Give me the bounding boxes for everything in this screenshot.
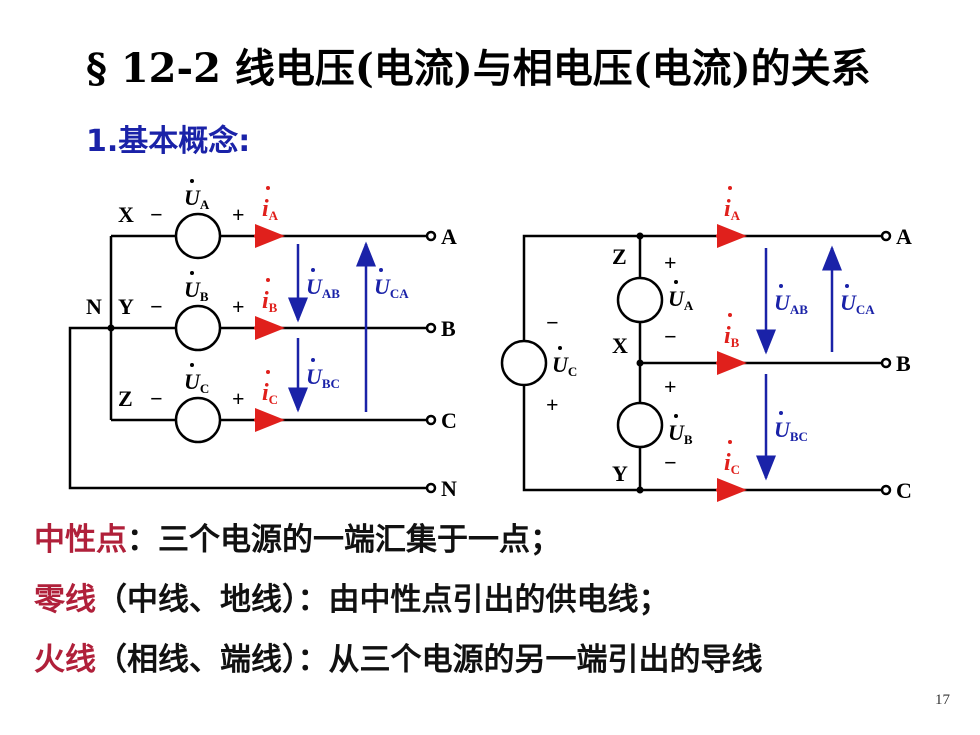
- phase-voltage-a: UA: [184, 185, 210, 212]
- label-z: Z: [118, 386, 133, 411]
- line-voltage-bc: UBC: [306, 364, 340, 391]
- r-minus-c: −: [546, 310, 559, 335]
- line-voltage-ca: UCA: [374, 274, 409, 301]
- current-c: iC: [262, 380, 278, 407]
- definition-term: 火线: [34, 642, 96, 678]
- r-terminal-c: C: [896, 478, 912, 503]
- label-x: X: [118, 202, 134, 227]
- phase-voltage-c: UC: [184, 369, 209, 396]
- definition-live-wire: 火线（相线、端线）：从三个电源的另一端引出的导线: [34, 634, 763, 679]
- r-terminal-b: B: [896, 351, 911, 376]
- r-line-voltage-ca: UCA: [840, 290, 875, 317]
- current-b: iB: [262, 288, 278, 315]
- star-connection-circuit: [68, 212, 437, 494]
- terminal-n: N: [441, 476, 457, 501]
- plus-a: +: [232, 202, 245, 227]
- minus-b: −: [150, 294, 163, 319]
- definition-neutral-wire: 零线（中线、地线）：由中性点引出的供电线；: [34, 574, 670, 619]
- line-voltage-ab: UAB: [306, 274, 340, 301]
- right-current-arrows: [716, 224, 747, 502]
- neutral-node: [107, 324, 115, 332]
- node-x: X: [612, 333, 628, 358]
- plus-c: +: [232, 386, 245, 411]
- r-current-c: iC: [724, 450, 740, 477]
- plus-b: +: [232, 294, 245, 319]
- node-z: Z: [612, 244, 627, 269]
- page-title: § 12-2 线电压(电流)与相电压(电流)的关系: [86, 45, 871, 92]
- terminal-a: A: [441, 224, 457, 249]
- r-plus-c: +: [546, 392, 559, 417]
- r-minus-a: −: [664, 324, 677, 349]
- terminal-b: B: [441, 316, 456, 341]
- definition-text: ：三个电源的一端汇集于一点；: [127, 522, 561, 558]
- definition-term: 中性点: [34, 522, 127, 558]
- node-y: Y: [612, 461, 628, 486]
- r-terminal-a: A: [896, 224, 912, 249]
- label-neutral: N: [86, 294, 102, 319]
- r-phase-voltage-b: UB: [668, 420, 693, 447]
- left-current-arrows: [254, 224, 285, 432]
- section-subtitle: 1.基本概念:: [86, 124, 251, 159]
- r-line-voltage-ab: UAB: [774, 290, 808, 317]
- r-phase-voltage-c: UC: [552, 352, 577, 379]
- r-current-b: iB: [724, 323, 740, 350]
- r-minus-b: −: [664, 450, 677, 475]
- definition-text: （相线、端线）：从三个电源的另一端引出的导线: [96, 642, 763, 678]
- phase-voltage-b: UB: [184, 277, 209, 304]
- minus-a: −: [150, 202, 163, 227]
- current-a: iA: [262, 196, 279, 223]
- terminal-c: C: [441, 408, 457, 433]
- left-line-voltage-arrows: [288, 241, 376, 413]
- definition-neutral-point: 中性点：三个电源的一端汇集于一点；: [34, 514, 561, 559]
- right-line-voltage-arrows: [756, 245, 842, 481]
- definition-text: （中线、地线）：由中性点引出的供电线；: [96, 582, 670, 618]
- definition-term: 零线: [34, 582, 96, 618]
- r-current-a: iA: [724, 196, 741, 223]
- minus-c: −: [150, 386, 163, 411]
- r-plus-b: +: [664, 374, 677, 399]
- label-y: Y: [118, 294, 134, 319]
- page-number: 17: [935, 692, 950, 708]
- r-phase-voltage-a: UA: [668, 286, 694, 313]
- r-line-voltage-bc: UBC: [774, 417, 808, 444]
- delta-connection-circuit: [500, 230, 892, 496]
- r-plus-a: +: [664, 250, 677, 275]
